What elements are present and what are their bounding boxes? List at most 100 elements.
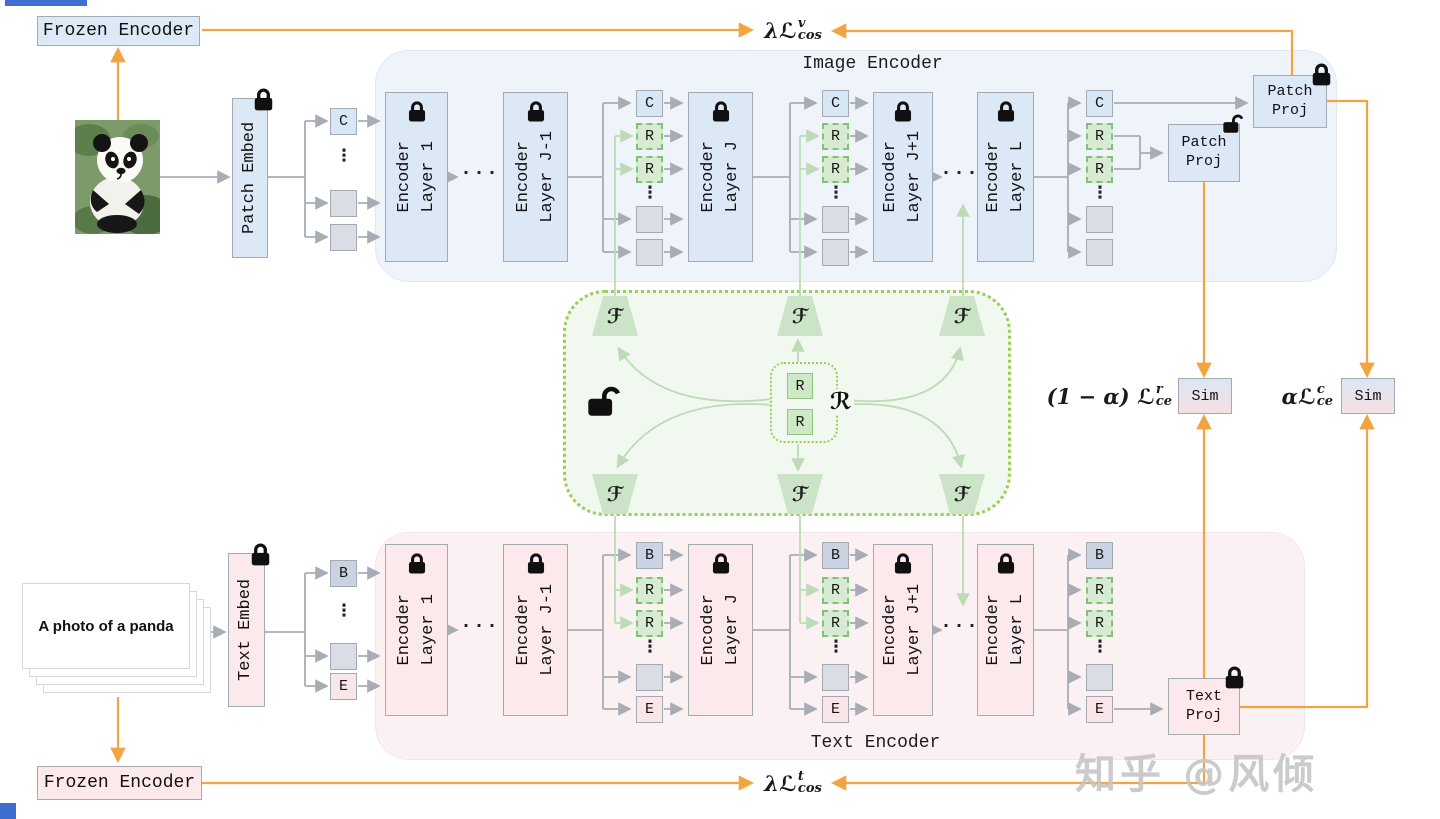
lock-closed-icon bbox=[994, 552, 1017, 575]
watermark: 知乎 @风倾 bbox=[1075, 750, 1319, 798]
layer-ellipsis: ... bbox=[940, 611, 980, 634]
layer-ellipsis: ... bbox=[940, 158, 980, 181]
lock-closed-icon bbox=[405, 552, 428, 575]
lock-closed-icon bbox=[524, 100, 547, 123]
patch-proj-label: Proj bbox=[1271, 101, 1308, 119]
token-reprogram: R bbox=[636, 577, 663, 604]
layer-label: Encoder bbox=[881, 141, 901, 213]
token-cls: C bbox=[822, 90, 849, 117]
layer-label: Encoder bbox=[881, 594, 901, 666]
layer-label: Layer J+1 bbox=[905, 131, 925, 223]
layer-label: Encoder bbox=[698, 141, 718, 213]
lock-closed-icon bbox=[709, 100, 732, 123]
token-ellipsis: ⋮ bbox=[335, 146, 353, 166]
f-symbol: ℱ bbox=[606, 482, 624, 506]
token-patch bbox=[1086, 239, 1113, 266]
layer-label: Layer L bbox=[1007, 141, 1027, 213]
token-cls: C bbox=[1086, 90, 1113, 117]
text-embed-box: Text Embed bbox=[228, 553, 265, 707]
loss-sub: cos bbox=[797, 28, 822, 43]
loss-text: αℒ bbox=[1281, 383, 1316, 409]
token-begin: B bbox=[1086, 542, 1113, 569]
f-symbol: ℱ bbox=[791, 482, 809, 506]
token-reprogram: R bbox=[636, 610, 663, 637]
layer-label: Layer L bbox=[1007, 594, 1027, 666]
layer-label: Layer J bbox=[722, 141, 742, 213]
token-reprogram: R bbox=[822, 156, 849, 183]
lock-closed-icon bbox=[1222, 665, 1247, 690]
token-begin: B bbox=[330, 560, 357, 587]
sim-box-reprogram: Sim bbox=[1178, 378, 1232, 414]
layer-label: Layer J-1 bbox=[537, 131, 557, 223]
f-symbol: ℱ bbox=[791, 304, 809, 328]
frozen-image-encoder-box: Frozen Encoder bbox=[37, 16, 200, 46]
lock-closed-icon bbox=[248, 542, 273, 567]
token-reprogram: R bbox=[636, 123, 663, 150]
layer-label: Layer J+1 bbox=[905, 584, 925, 676]
token-reprogram: R bbox=[822, 123, 849, 150]
loss-text: (1 − α) ℒ bbox=[1046, 383, 1155, 409]
token-patch bbox=[330, 190, 357, 217]
lock-closed-icon bbox=[1309, 62, 1334, 87]
token-ellipsis: ⋮ bbox=[1091, 183, 1109, 203]
lock-closed-icon bbox=[892, 100, 915, 123]
loss-sup: c bbox=[1316, 382, 1325, 397]
patch-proj-cls-box: Patch Proj bbox=[1253, 75, 1327, 128]
token-end: E bbox=[636, 696, 663, 723]
token-word bbox=[822, 664, 849, 691]
token-ellipsis: ⋮ bbox=[1091, 637, 1109, 657]
token-reprogram: R bbox=[787, 409, 813, 435]
patch-proj-reprogram-box: Patch Proj bbox=[1168, 124, 1240, 182]
loss-text: λℒ bbox=[764, 770, 797, 796]
text-proj-label: Proj bbox=[1185, 706, 1222, 724]
loss-text: λℒ bbox=[764, 17, 797, 43]
token-reprogram: R bbox=[822, 577, 849, 604]
patch-proj-label: Patch bbox=[1267, 82, 1313, 100]
lock-closed-icon bbox=[524, 552, 547, 575]
token-cls: C bbox=[636, 90, 663, 117]
token-end: E bbox=[330, 673, 357, 700]
token-patch bbox=[636, 206, 663, 233]
token-reprogram: R bbox=[1086, 610, 1113, 637]
lock-closed-icon bbox=[892, 552, 915, 575]
lock-closed-icon bbox=[709, 552, 732, 575]
layer-label: Encoder bbox=[513, 594, 533, 666]
patch-proj-label: Patch bbox=[1181, 134, 1227, 152]
frozen-text-encoder-box: Frozen Encoder bbox=[37, 766, 202, 800]
prompt-card: A photo of a panda bbox=[22, 583, 190, 669]
reprogrammer-f-block: ℱ bbox=[777, 296, 823, 336]
loss-sub: ce bbox=[1316, 394, 1333, 409]
token-reprogram: R bbox=[636, 156, 663, 183]
r-set-symbol: ℛ bbox=[828, 388, 854, 415]
layer-label: Encoder bbox=[983, 594, 1003, 666]
loss-sub: cos bbox=[797, 781, 822, 796]
text-proj-box: Text Proj bbox=[1168, 678, 1240, 735]
token-patch bbox=[1086, 206, 1113, 233]
token-word bbox=[636, 664, 663, 691]
token-end: E bbox=[822, 696, 849, 723]
token-ellipsis: ⋮ bbox=[827, 183, 845, 203]
f-symbol: ℱ bbox=[606, 304, 624, 328]
layer-label: Encoder bbox=[983, 141, 1003, 213]
text-proj-label: Text bbox=[1185, 687, 1222, 705]
token-patch bbox=[822, 206, 849, 233]
panda-input-image bbox=[75, 120, 160, 234]
token-ellipsis: ⋮ bbox=[827, 637, 845, 657]
layer-label: Layer 1 bbox=[418, 594, 438, 666]
loss-sup: r bbox=[1155, 382, 1163, 397]
token-begin: B bbox=[636, 542, 663, 569]
layer-ellipsis: ... bbox=[460, 611, 500, 634]
token-reprogram: R bbox=[1086, 156, 1113, 183]
